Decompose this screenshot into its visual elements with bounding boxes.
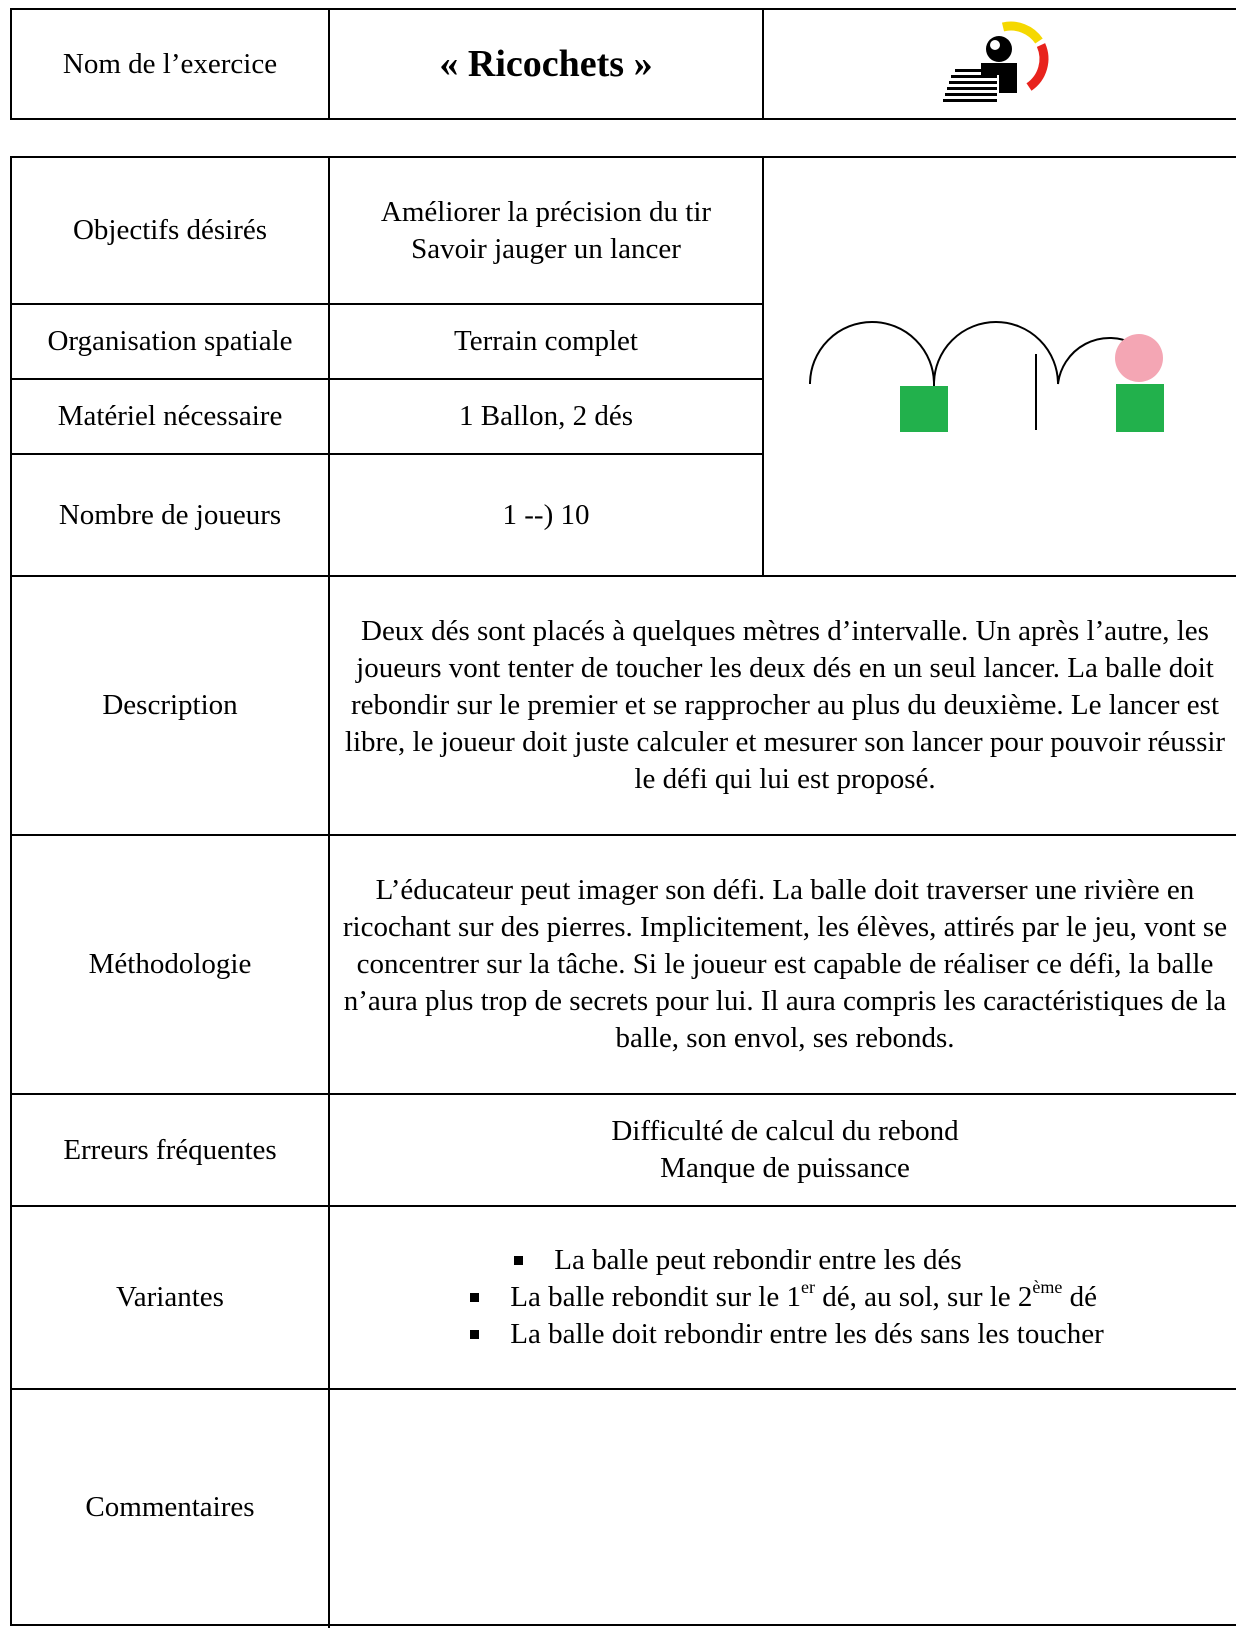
variant-item: La balle rebondit sur le 1er dé, au sol,… bbox=[466, 1277, 1104, 1316]
second-die bbox=[1116, 384, 1164, 432]
divider bbox=[12, 453, 764, 455]
divider bbox=[12, 1093, 1236, 1095]
objectives-label: Objectifs désirés bbox=[72, 214, 268, 246]
comments-label: Commentaires bbox=[85, 1490, 255, 1523]
equipment-label: Matériel nécessaire bbox=[57, 400, 283, 432]
federation-logo-icon bbox=[943, 21, 1049, 102]
variant-text: La balle doit rebondir entre les dés san… bbox=[510, 1318, 1104, 1350]
error-line: Difficulté de calcul du rebond bbox=[611, 1115, 959, 1147]
divider bbox=[12, 1205, 1236, 1207]
divider bbox=[762, 10, 764, 118]
players-label: Nombre de joueurs bbox=[58, 498, 282, 531]
superscript: er bbox=[800, 1277, 815, 1297]
description-label: Description bbox=[102, 689, 238, 721]
variant-item: La balle peut rebondir entre les dés bbox=[510, 1242, 1104, 1279]
variant-item: La balle doit rebondir entre les dés san… bbox=[466, 1316, 1104, 1353]
logo bbox=[764, 10, 1236, 118]
exercise-title: « Ricochets » bbox=[439, 42, 653, 85]
comments-value bbox=[330, 1390, 1236, 1624]
errors-label: Erreurs fréquentes bbox=[63, 1133, 277, 1166]
variant-text: dé, au sol, sur le 2 bbox=[814, 1281, 1033, 1313]
header-table: Nom de l’exercice « Ricochets » bbox=[10, 8, 1236, 120]
divider bbox=[12, 834, 1236, 836]
divider bbox=[12, 1388, 1236, 1390]
divider bbox=[12, 575, 1236, 577]
ball-trajectory bbox=[809, 321, 1135, 385]
divider bbox=[762, 158, 764, 576]
divider bbox=[12, 303, 764, 305]
divider bbox=[12, 378, 764, 380]
objectives-value: Améliorer la précision du tir Savoir jau… bbox=[330, 158, 762, 303]
players-value: 1 --) 10 bbox=[502, 498, 590, 531]
objective-line: Savoir jauger un lancer bbox=[411, 232, 681, 265]
organisation-value: Terrain complet bbox=[454, 325, 638, 357]
ball bbox=[1115, 334, 1163, 382]
objective-line: Améliorer la précision du tir bbox=[380, 195, 712, 228]
methodology-value: L’éducateur peut imager son défi. La bal… bbox=[342, 874, 1228, 1054]
variants-list: La balle peut rebondir entre les dés La … bbox=[466, 1242, 1104, 1353]
error-line: Manque de puissance bbox=[660, 1152, 910, 1184]
equipment-value: 1 Ballon, 2 dés bbox=[459, 400, 633, 432]
divider bbox=[328, 158, 330, 1628]
divider bbox=[328, 10, 330, 118]
variants-value: La balle peut rebondir entre les dés La … bbox=[330, 1207, 1236, 1388]
variants-label: Variantes bbox=[116, 1281, 224, 1313]
errors-value: Difficulté de calcul du rebond Manque de… bbox=[330, 1095, 1236, 1205]
variant-text: La balle rebondit sur le 1 bbox=[510, 1281, 801, 1313]
description-value: Deux dés sont placés à quelques mètres d… bbox=[344, 615, 1226, 795]
main-table: Objectifs désirés Améliorer la précision… bbox=[10, 156, 1236, 1628]
superscript: ème bbox=[1032, 1277, 1063, 1297]
variant-text: dé bbox=[1062, 1281, 1098, 1313]
variant-text: La balle peut rebondir entre les dés bbox=[554, 1244, 962, 1276]
ricochet-diagram bbox=[809, 321, 1164, 432]
exercise-diagram bbox=[764, 158, 1236, 575]
methodology-label: Méthodologie bbox=[88, 948, 252, 980]
organisation-label: Organisation spatiale bbox=[47, 325, 293, 357]
exercise-name-label: Nom de l’exercice bbox=[62, 47, 278, 80]
first-die bbox=[900, 386, 948, 432]
